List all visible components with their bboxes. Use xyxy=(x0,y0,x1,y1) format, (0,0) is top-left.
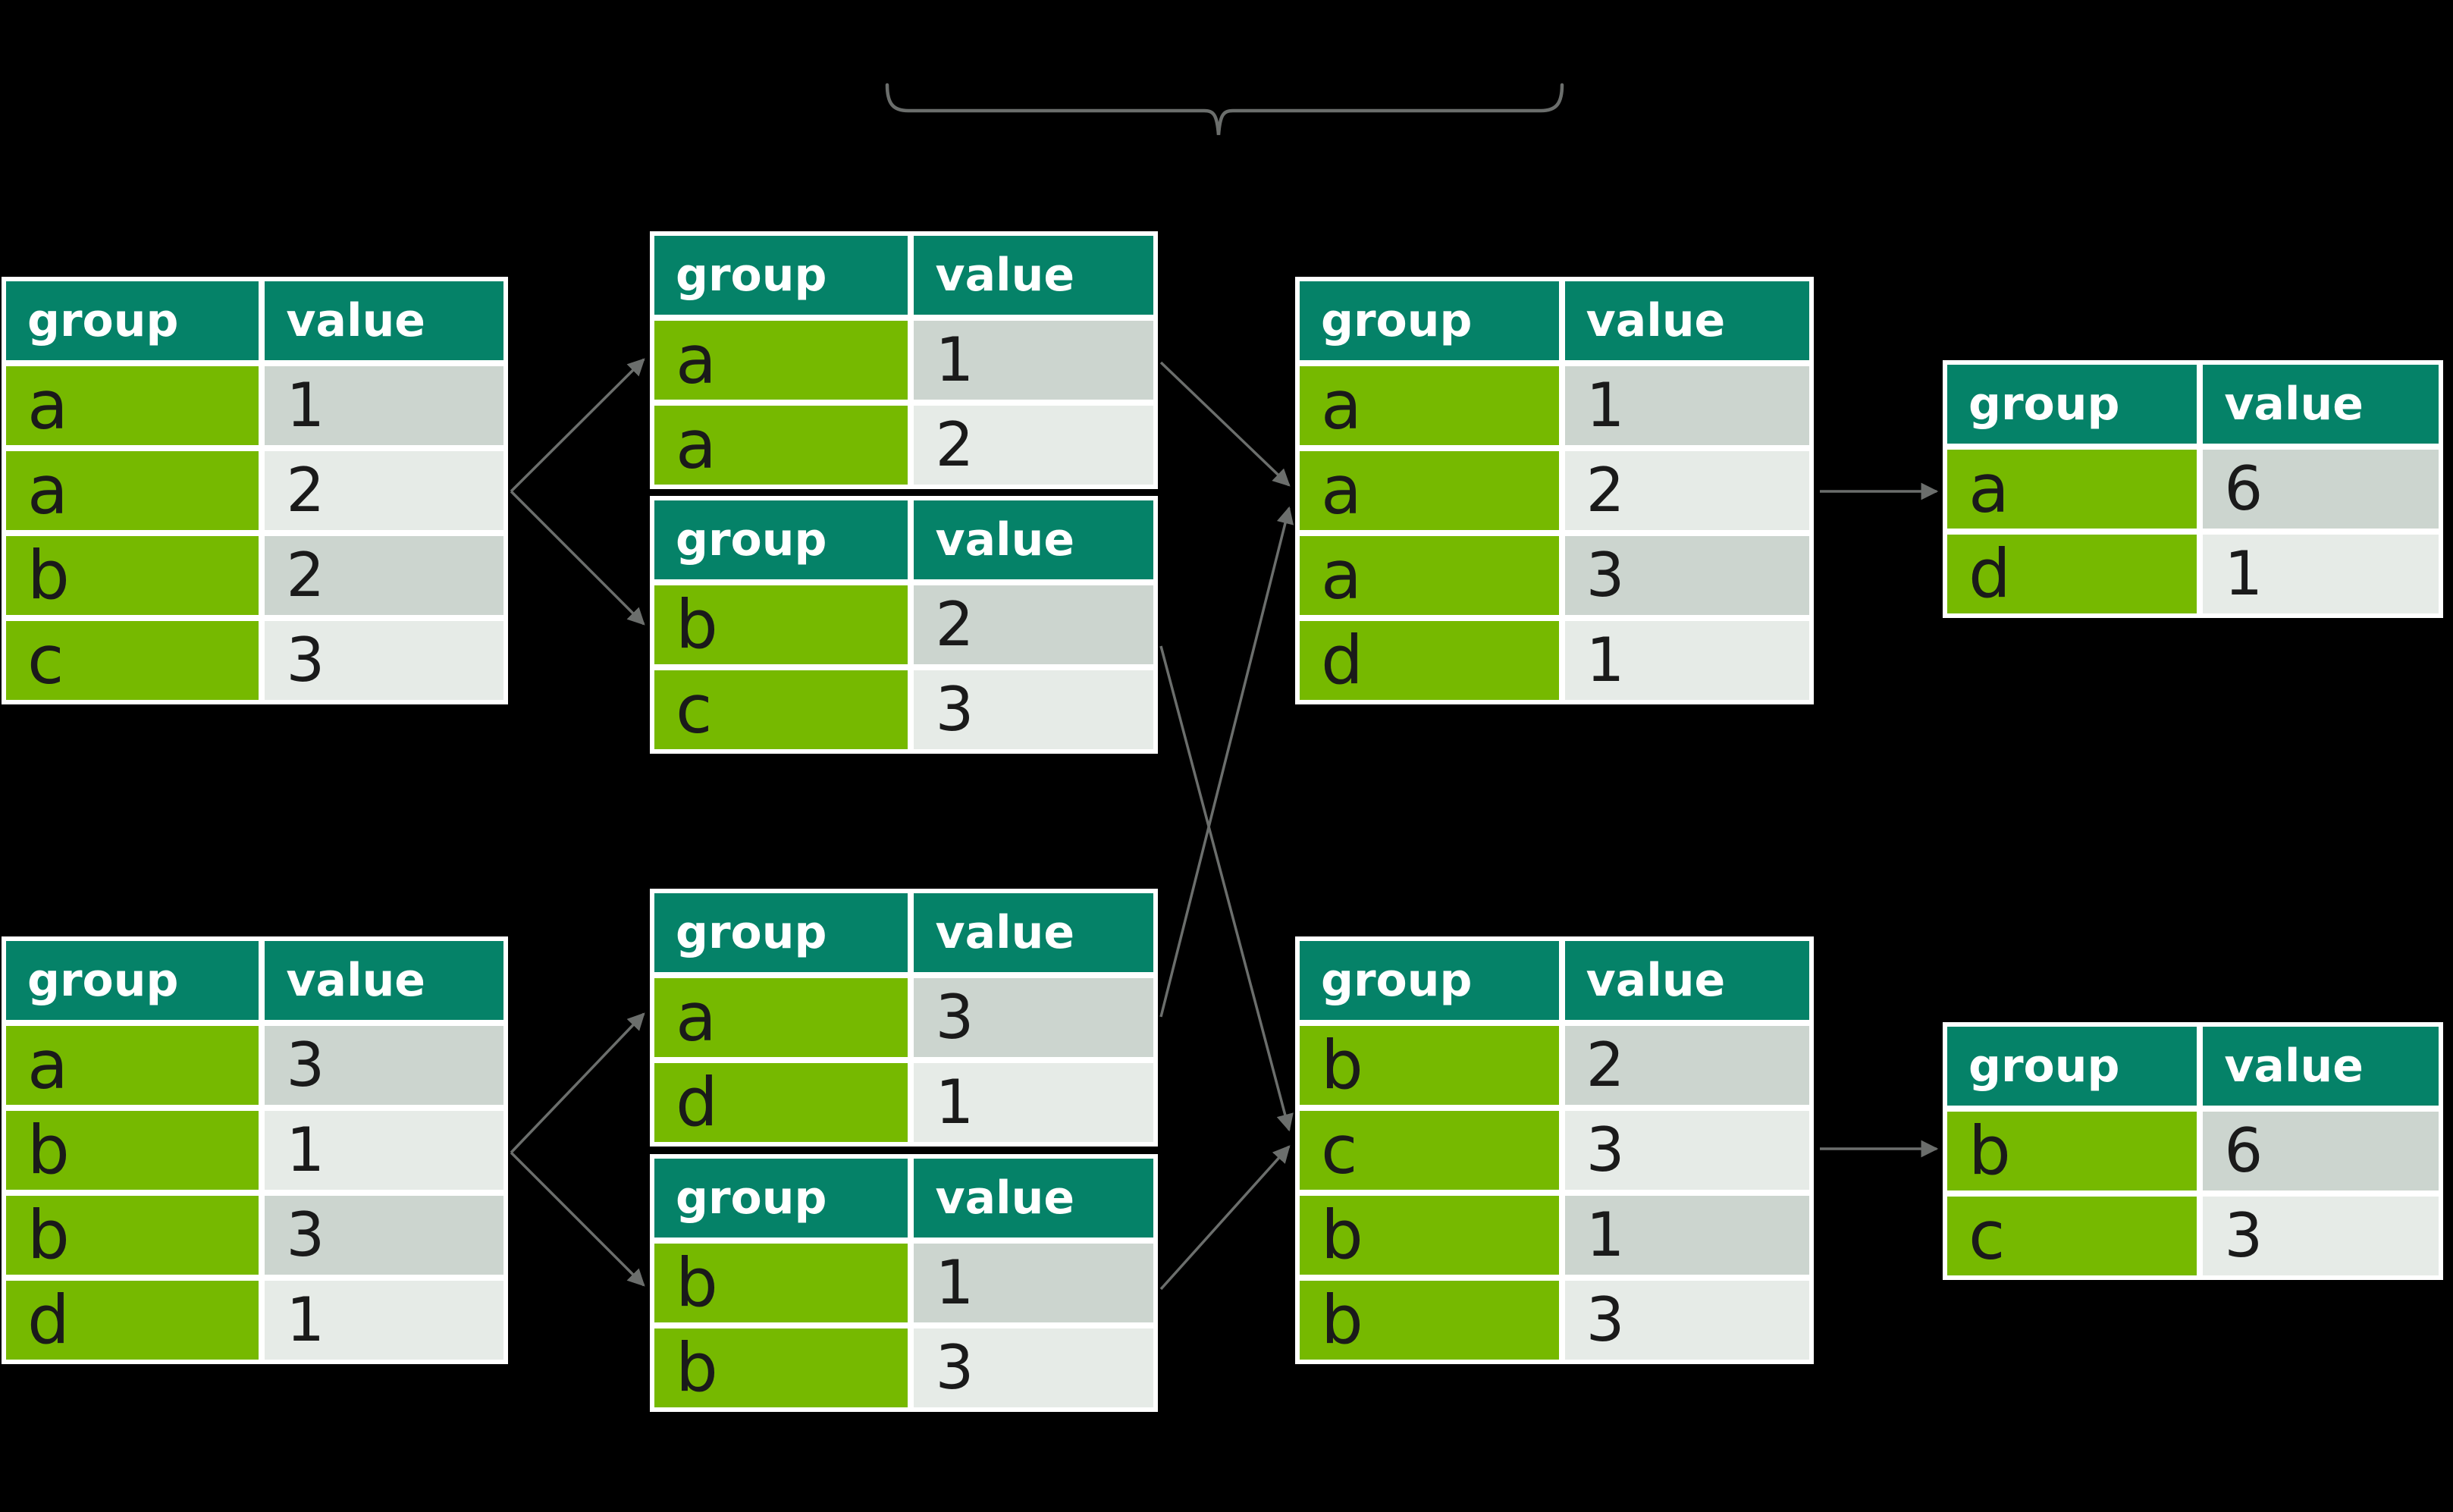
cell-group: a xyxy=(654,978,908,1057)
cell-group: a xyxy=(6,366,259,445)
cell-value: 2 xyxy=(914,406,1153,485)
cell-value: 2 xyxy=(1564,1026,1809,1105)
table-grouped-top: group value a 1 a 2 a 3 d 1 xyxy=(1295,277,1814,704)
cell-group: c xyxy=(1947,1197,2197,1275)
column-header-value: value xyxy=(914,236,1153,315)
arrow-split-ad-to-grouped-top xyxy=(1159,506,1294,1018)
cell-value: 1 xyxy=(1564,366,1809,445)
cell-value: 1 xyxy=(914,321,1153,400)
cell-value: 3 xyxy=(1564,1281,1809,1360)
table-split-top-a: group value a 1 a 2 xyxy=(650,231,1158,489)
arrow-split-a-to-grouped-top xyxy=(1159,361,1291,487)
column-header-group: group xyxy=(654,236,908,315)
column-header-value: value xyxy=(1564,281,1809,360)
cell-value: 3 xyxy=(1564,536,1809,615)
cell-group: b xyxy=(1300,1281,1559,1360)
cell-value: 3 xyxy=(2203,1197,2439,1275)
cell-group: a xyxy=(1947,450,2197,529)
cell-group: d xyxy=(1300,621,1559,700)
column-header-value: value xyxy=(914,1159,1153,1238)
cell-value: 3 xyxy=(914,978,1153,1057)
arrow-split-b-to-grouped-bottom xyxy=(1159,1145,1291,1291)
cell-group: b xyxy=(654,585,908,664)
table-summary-bottom: group value b 6 c 3 xyxy=(1943,1022,2443,1280)
table-grouped-bottom: group value b 2 c 3 b 1 b 3 xyxy=(1295,936,1814,1364)
cell-value: 6 xyxy=(2203,1112,2439,1190)
cell-value: 1 xyxy=(265,366,503,445)
cell-group: b xyxy=(6,1111,259,1190)
cell-value: 2 xyxy=(265,451,503,530)
cell-value: 3 xyxy=(265,1026,503,1105)
column-header-value: value xyxy=(1564,941,1809,1020)
cell-value: 1 xyxy=(1564,1196,1809,1275)
column-header-group: group xyxy=(1300,281,1559,360)
cell-group: a xyxy=(1300,451,1559,530)
arrow-split-bc-to-grouped-bottom xyxy=(1159,645,1294,1132)
column-header-value: value xyxy=(914,893,1153,972)
cell-group: a xyxy=(1300,536,1559,615)
column-header-value: value xyxy=(265,941,503,1020)
cell-value: 3 xyxy=(914,1328,1153,1407)
cell-value: 3 xyxy=(914,670,1153,749)
column-header-group: group xyxy=(6,281,259,360)
cell-value: 1 xyxy=(1564,621,1809,700)
cell-group: a xyxy=(6,1026,259,1105)
column-header-value: value xyxy=(265,281,503,360)
cell-group: b xyxy=(654,1328,908,1407)
cell-value: 3 xyxy=(265,1196,503,1275)
column-header-value: value xyxy=(2203,1027,2439,1106)
cell-value: 6 xyxy=(2203,450,2439,529)
column-header-group: group xyxy=(654,500,908,579)
column-header-group: group xyxy=(1947,365,2197,444)
cell-group: c xyxy=(654,670,908,749)
cell-group: c xyxy=(6,621,259,700)
cell-value: 1 xyxy=(914,1063,1153,1142)
table-source-bottom: group value a 3 b 1 b 3 d 1 xyxy=(2,936,508,1364)
column-header-value: value xyxy=(2203,365,2439,444)
table-source-top: group value a 1 a 2 b 2 c 3 xyxy=(2,277,508,704)
table-split-top-bc: group value b 2 c 3 xyxy=(650,496,1158,754)
column-header-group: group xyxy=(1300,941,1559,1020)
column-header-group: group xyxy=(654,1159,908,1238)
table-summary-top: group value a 6 d 1 xyxy=(1943,360,2443,618)
cell-group: b xyxy=(654,1244,908,1322)
cell-group: a xyxy=(654,321,908,400)
cell-group: a xyxy=(6,451,259,530)
column-header-group: group xyxy=(1947,1027,2197,1106)
arrow-source-bottom-to-split-ad xyxy=(510,1012,645,1154)
cell-group: b xyxy=(6,1196,259,1275)
column-header-group: group xyxy=(6,941,259,1020)
table-split-bottom-ad: group value a 3 d 1 xyxy=(650,889,1158,1147)
cell-value: 3 xyxy=(1564,1111,1809,1190)
cell-value: 1 xyxy=(265,1281,503,1360)
cell-value: 1 xyxy=(914,1244,1153,1322)
cell-group: d xyxy=(654,1063,908,1142)
cell-group: b xyxy=(1947,1112,2197,1190)
cell-group: c xyxy=(1300,1111,1559,1190)
cell-group: a xyxy=(1300,366,1559,445)
arrow-source-top-to-split-a xyxy=(510,358,645,493)
cell-value: 3 xyxy=(265,621,503,700)
table-split-bottom-b: group value b 1 b 3 xyxy=(650,1154,1158,1412)
arrow-source-bottom-to-split-b xyxy=(510,1151,645,1287)
brace-icon xyxy=(885,83,1564,136)
cell-value: 2 xyxy=(1564,451,1809,530)
cell-group: b xyxy=(1300,1196,1559,1275)
cell-group: a xyxy=(654,406,908,485)
cell-group: b xyxy=(1300,1026,1559,1105)
cell-group: b xyxy=(6,536,259,615)
cell-group: d xyxy=(1947,535,2197,613)
cell-value: 2 xyxy=(914,585,1153,664)
cell-value: 1 xyxy=(265,1111,503,1190)
arrow-source-top-to-split-bc xyxy=(510,490,645,626)
cell-group: d xyxy=(6,1281,259,1360)
cell-value: 2 xyxy=(265,536,503,615)
cell-value: 1 xyxy=(2203,535,2439,613)
column-header-value: value xyxy=(914,500,1153,579)
column-header-group: group xyxy=(654,893,908,972)
